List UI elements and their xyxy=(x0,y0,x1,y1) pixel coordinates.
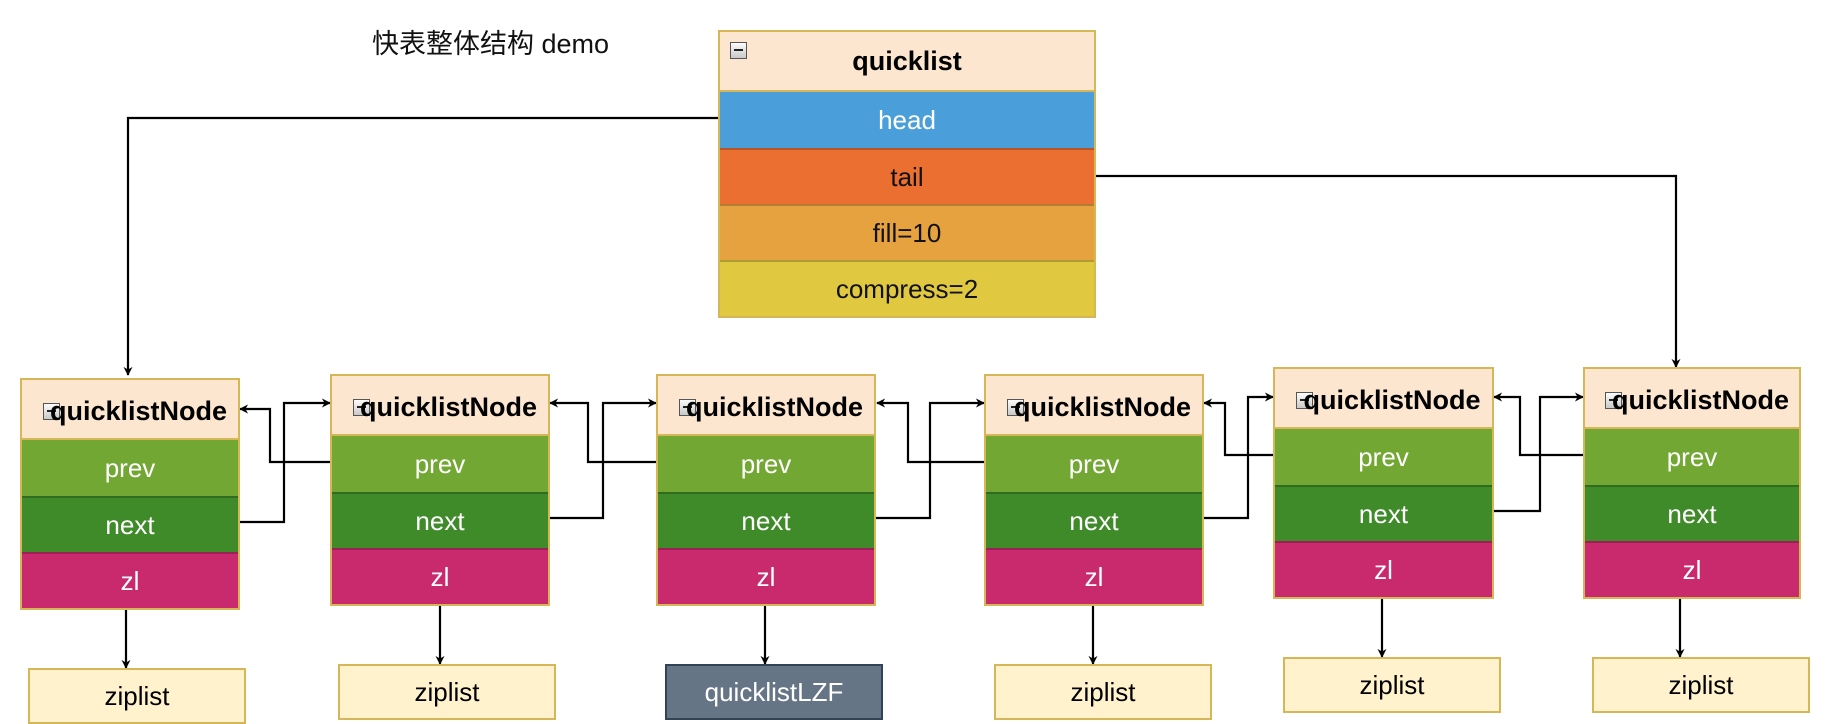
ziplist-box-1: ziplist xyxy=(28,668,246,724)
node-header-label: quicklistNode xyxy=(685,391,864,422)
node-next-field: next xyxy=(1585,485,1799,541)
node-prev-field: prev xyxy=(22,440,238,496)
ziplist-box-5: ziplist xyxy=(1283,657,1501,713)
node-prev-field: prev xyxy=(332,436,548,492)
node-header: quicklistNode xyxy=(332,376,548,436)
node-prev-field: prev xyxy=(986,436,1202,492)
prev-arrow-4 xyxy=(876,398,984,464)
node-next-field: next xyxy=(332,492,548,548)
prev-arrow-6 xyxy=(1493,392,1583,457)
next-arrow-3 xyxy=(875,398,985,520)
node-header-label: quicklistNode xyxy=(49,395,228,426)
collapse-icon[interactable] xyxy=(352,398,370,416)
node-zl-field: zl xyxy=(1275,541,1492,597)
node-next-field: next xyxy=(22,496,238,552)
quicklist-lzf-box: quicklistLZF xyxy=(665,664,883,720)
next-arrow-2 xyxy=(548,398,657,520)
node-next-field: next xyxy=(1275,485,1492,541)
quicklist-node-5: quicklistNode prev next zl xyxy=(1273,367,1494,599)
prev-arrow-2 xyxy=(239,404,330,464)
ziplist-box-4: ziplist xyxy=(994,664,1212,720)
quicklist-header-label: quicklist xyxy=(852,45,962,76)
quicklist-node-6: quicklistNode prev next zl xyxy=(1583,367,1801,599)
ziplist-box-6: ziplist xyxy=(1592,657,1810,713)
next-arrow-4 xyxy=(1202,392,1274,520)
node-header: quicklistNode xyxy=(22,380,238,440)
node-header-label: quicklistNode xyxy=(1611,384,1790,415)
node-zl-field: zl xyxy=(658,548,874,604)
quicklist-node-2: quicklistNode prev next zl xyxy=(330,374,550,606)
node-prev-field: prev xyxy=(1275,429,1492,485)
quicklist-compress-field: compress=2 xyxy=(720,260,1094,316)
node-prev-field: prev xyxy=(1585,429,1799,485)
ziplist-box-2: ziplist xyxy=(338,664,556,720)
node-zl-field: zl xyxy=(22,552,238,608)
node-header: quicklistNode xyxy=(1585,369,1799,429)
node-header: quicklistNode xyxy=(1275,369,1492,429)
quicklist-node-3: quicklistNode prev next zl xyxy=(656,374,876,606)
quicklist-node-1: quicklistNode prev next zl xyxy=(20,378,240,610)
node-next-field: next xyxy=(986,492,1202,548)
tail-pointer-arrow xyxy=(1094,174,1681,368)
node-header-label: quicklistNode xyxy=(1303,384,1481,415)
quicklist-tail-field: tail xyxy=(720,148,1094,204)
quicklist-table: quicklist head tail fill=10 compress=2 xyxy=(718,30,1096,318)
quicklist-fill-field: fill=10 xyxy=(720,204,1094,260)
node-zl-field: zl xyxy=(1585,541,1799,597)
prev-arrow-3 xyxy=(549,398,656,464)
node-zl-field: zl xyxy=(332,548,548,604)
node-prev-field: prev xyxy=(658,436,874,492)
collapse-icon[interactable] xyxy=(730,42,747,59)
collapse-icon[interactable] xyxy=(42,402,60,420)
head-pointer-arrow xyxy=(123,116,722,376)
node-header: quicklistNode xyxy=(986,376,1202,436)
diagram-title: 快表整体结构 demo xyxy=(372,29,610,59)
quicklist-header: quicklist xyxy=(720,32,1094,92)
prev-arrow-5 xyxy=(1203,398,1273,457)
node-next-field: next xyxy=(658,492,874,548)
node-zl-field: zl xyxy=(986,548,1202,604)
node-header-label: quicklistNode xyxy=(1013,391,1192,422)
node-header: quicklistNode xyxy=(658,376,874,436)
node-header-label: quicklistNode xyxy=(359,391,538,422)
quicklist-head-field: head xyxy=(720,92,1094,148)
collapse-icon[interactable] xyxy=(678,398,696,416)
collapse-icon[interactable] xyxy=(1296,391,1314,409)
collapse-icon[interactable] xyxy=(1604,391,1622,409)
quicklist-node-4: quicklistNode prev next zl xyxy=(984,374,1204,606)
collapse-icon[interactable] xyxy=(1006,398,1024,416)
